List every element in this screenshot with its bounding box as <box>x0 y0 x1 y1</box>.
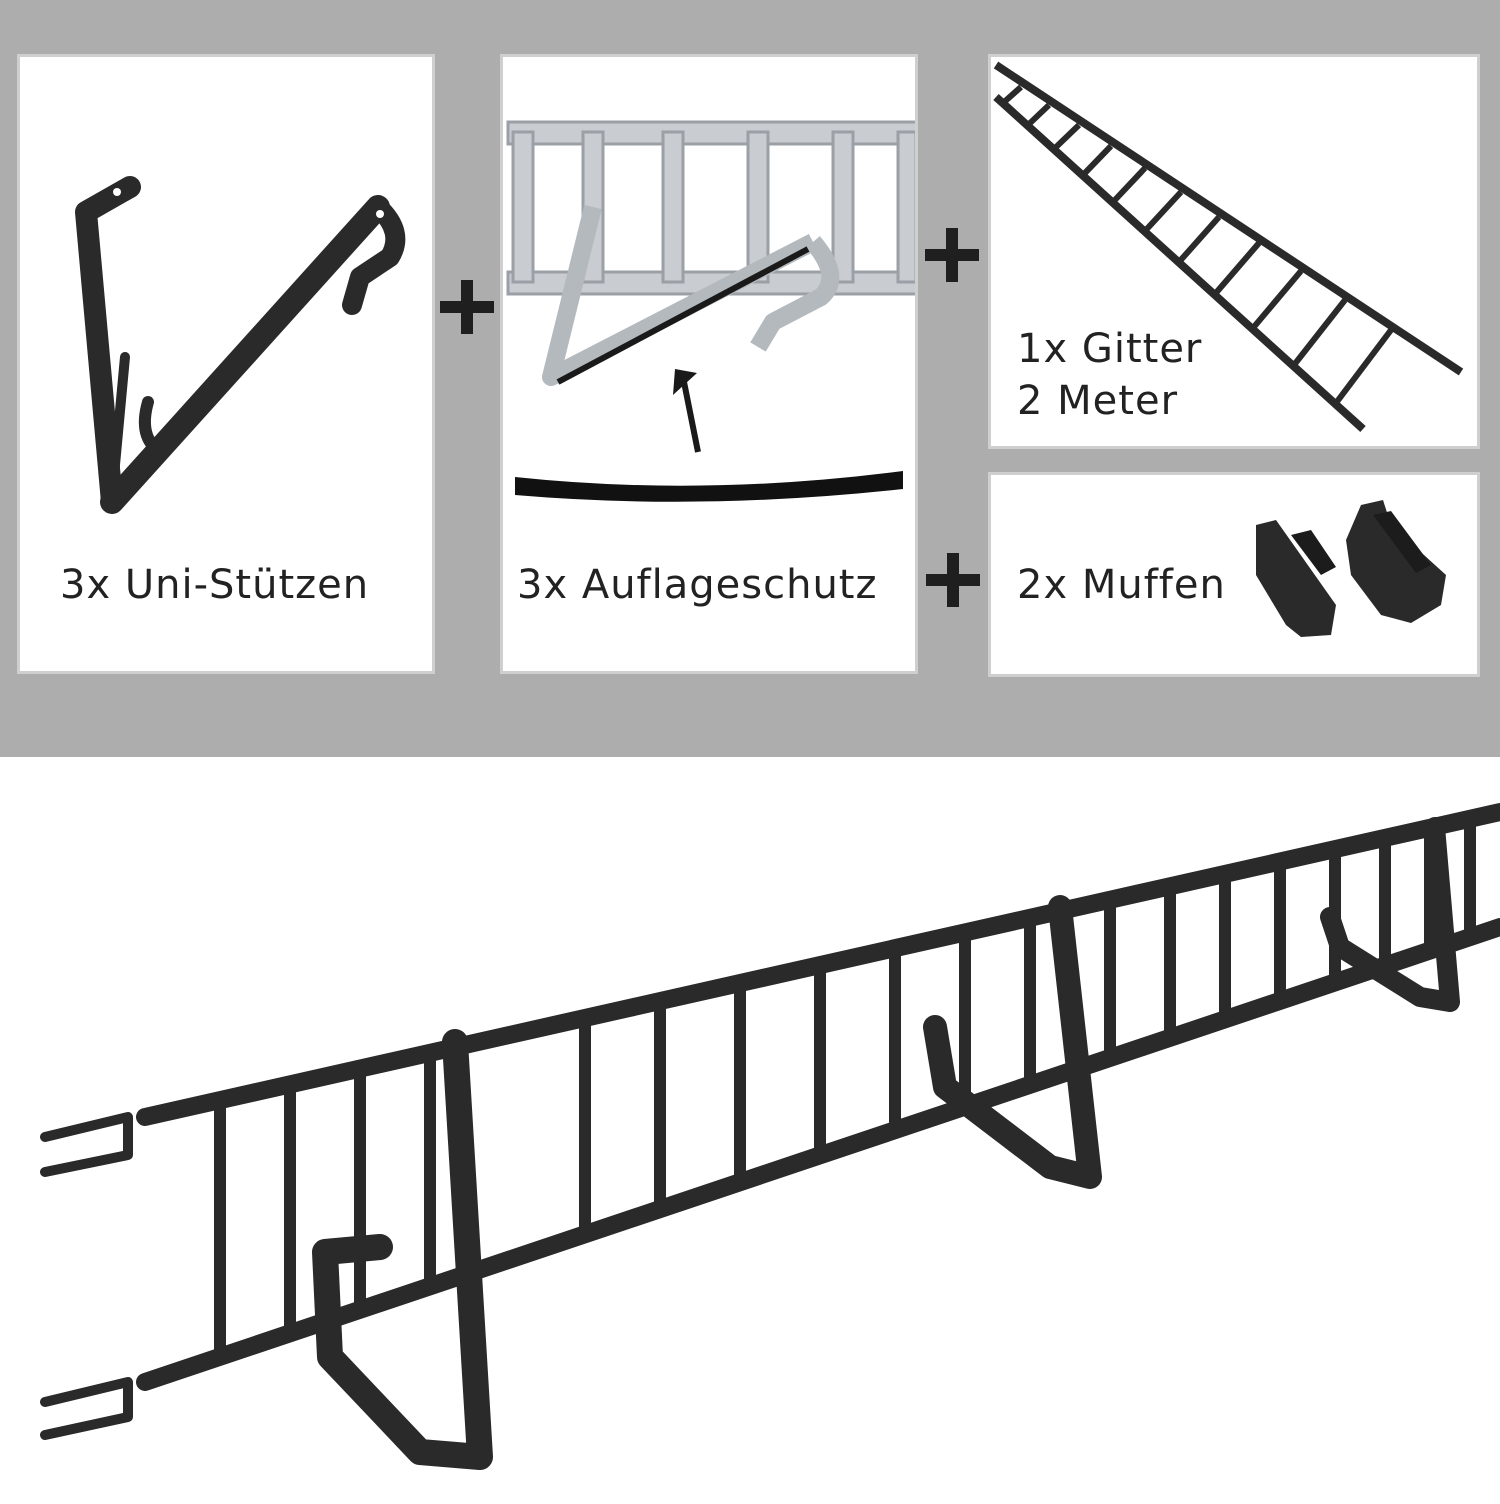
card-sleeves: 2x Muffen <box>988 472 1480 677</box>
ladder-grid-icon <box>993 61 1464 432</box>
plus-icon <box>440 280 494 334</box>
assembled-snow-guard <box>0 757 1500 1500</box>
assembled-snow-guard-icon <box>40 803 1500 1470</box>
plus-icon <box>926 553 980 607</box>
sleeves-label: 2x Muffen <box>1017 562 1226 608</box>
grid-label-quantity: 1x Gitter <box>1017 326 1203 372</box>
protection-label: 3x Auflageschutz <box>517 562 878 608</box>
bracket-icon <box>75 176 406 514</box>
galvanized-ladder-icon <box>506 120 915 502</box>
plus-icon <box>925 228 979 282</box>
sleeve-connector-icon <box>1256 500 1446 637</box>
card-grid: 1x Gitter 2 Meter <box>988 54 1480 449</box>
kit-contents-panel: 3x Uni-Stützen 3x Auflages <box>0 0 1500 757</box>
grid-label-length: 2 Meter <box>1017 378 1179 424</box>
card-uni-supports: 3x Uni-Stützen <box>17 54 435 674</box>
supports-label: 3x Uni-Stützen <box>60 562 370 608</box>
card-support-protection: 3x Auflageschutz <box>500 54 918 674</box>
